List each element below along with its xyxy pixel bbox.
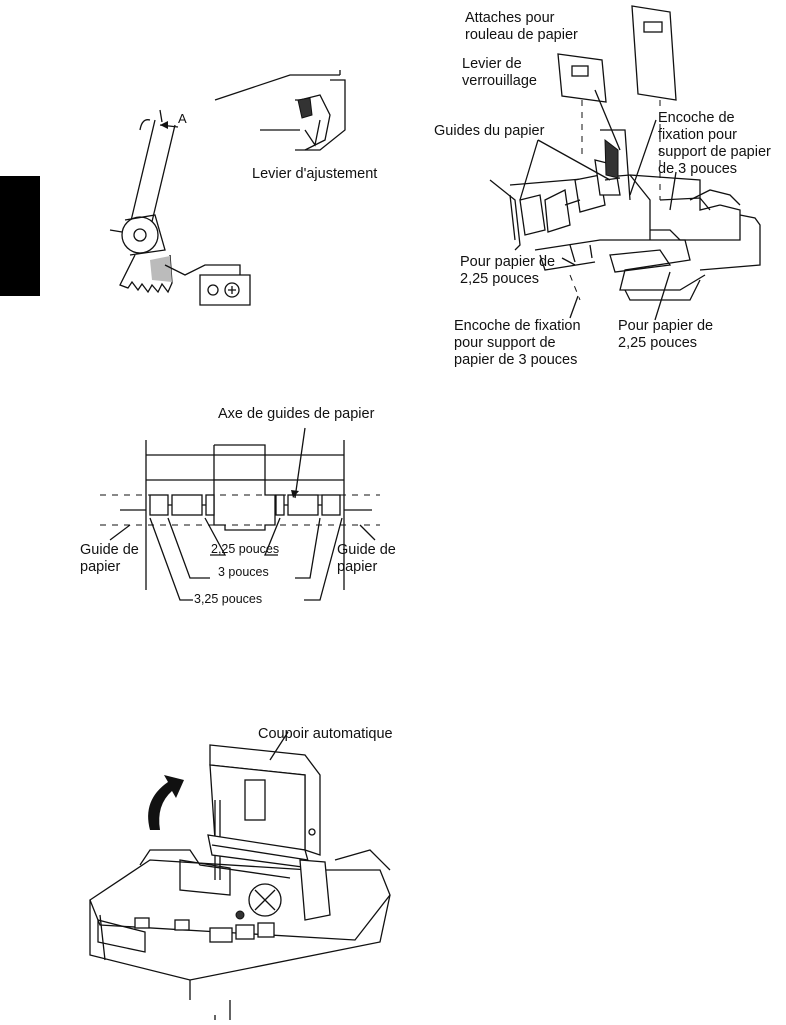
guide-axis-drawing	[100, 427, 380, 601]
figure-paper-guides: Attaches pour rouleau de papier Levier d…	[420, 0, 780, 380]
label-guide-left: Guide de papier	[80, 542, 139, 575]
label-encoche-bottom: Encoche de fixation pour support de papi…	[454, 318, 581, 368]
label-guide-right: Guide de papier	[337, 542, 396, 575]
label-width-3: 3 pouces	[218, 565, 269, 579]
label-coupoir: Coupoir automatique	[258, 726, 393, 742]
label-pour-papier-left: Pour papier de 2,25 pouces	[460, 254, 556, 287]
auto-cutter-drawing	[89, 731, 391, 1020]
label-guides-papier: Guides du papier	[434, 123, 545, 139]
label-levier-verrouillage: Levier de verrouillage	[462, 56, 537, 89]
adjust-lever-drawing	[109, 70, 346, 306]
label-axe-guides: Axe de guides de papier	[218, 406, 375, 422]
label-adjust-lever: Levier d'ajustement	[252, 166, 378, 182]
figure-auto-cutter: Coupoir automatique	[80, 720, 410, 1020]
curved-arrow-icon	[148, 775, 184, 830]
figure-adjust-lever: A Levier d'ajustement	[90, 70, 420, 330]
label-attaches: Attaches pour rouleau de papier	[465, 10, 578, 43]
figure-guide-axis: Axe de guides de papier Guide de papier …	[80, 400, 400, 620]
label-a: A	[178, 111, 187, 126]
section-tab	[0, 176, 40, 296]
label-width-225: 2,25 pouces	[211, 542, 280, 556]
label-pour-papier-right: Pour papier de 2,25 pouces	[618, 318, 714, 351]
paper-guide-drawing	[489, 5, 761, 321]
label-width-325: 3,25 pouces	[194, 592, 263, 606]
label-encoche-right: Encoche de fixation pour support de papi…	[658, 110, 771, 177]
